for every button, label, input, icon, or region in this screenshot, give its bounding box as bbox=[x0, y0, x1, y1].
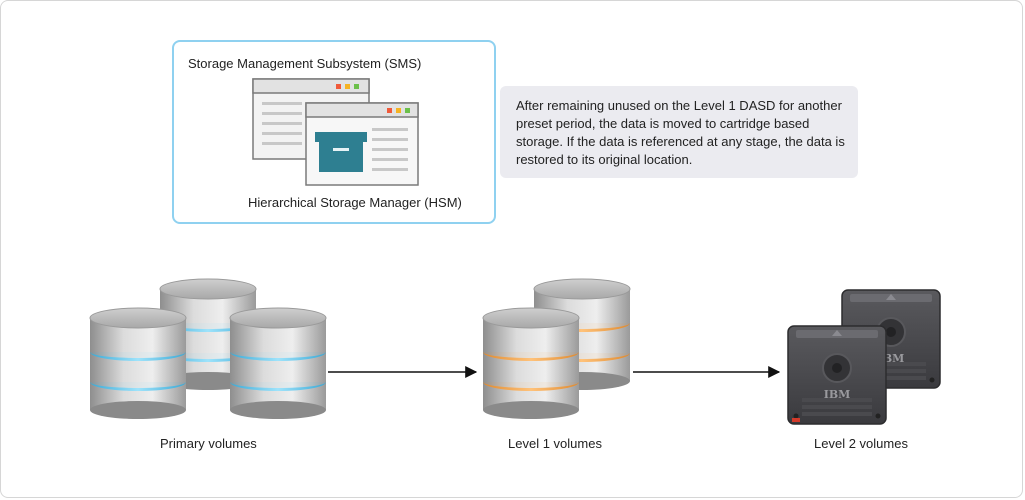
primary-disk-stack-right bbox=[229, 307, 327, 420]
tape-cartridge-front: IBM bbox=[787, 325, 887, 425]
migration-note: After remaining unused on the Level 1 DA… bbox=[500, 86, 858, 178]
cartridge-brand-front: IBM bbox=[824, 388, 851, 401]
level2-volumes-label: Level 2 volumes bbox=[814, 436, 908, 451]
level1-volumes-label: Level 1 volumes bbox=[508, 436, 602, 451]
level1-disk-stack-front bbox=[482, 307, 580, 420]
sms-title: Storage Management Subsystem (SMS) bbox=[188, 56, 422, 71]
primary-disk-stack-left bbox=[89, 307, 187, 420]
archive-box-icon bbox=[315, 132, 367, 172]
sms-container bbox=[172, 40, 496, 224]
primary-volumes-label: Primary volumes bbox=[160, 436, 257, 451]
hsm-label: Hierarchical Storage Manager (HSM) bbox=[248, 195, 462, 210]
